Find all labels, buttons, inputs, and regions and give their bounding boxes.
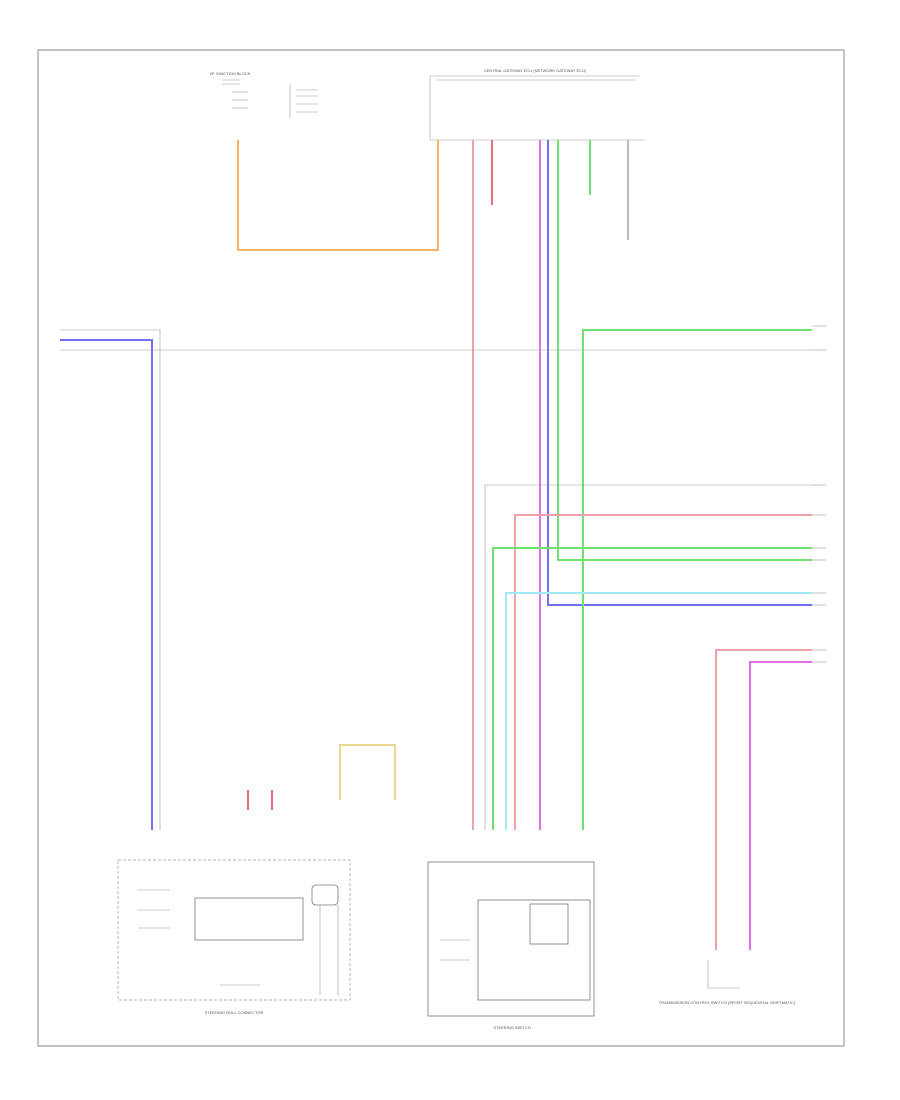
- label-steering-switch: STEERING SWITCH: [493, 1025, 530, 1030]
- wire-pink-mid: [514, 514, 812, 830]
- wire-green-main: [557, 140, 812, 561]
- diagram-frame: [37, 49, 845, 1047]
- right-connector-marks: [812, 325, 826, 663]
- wire-cyan-mid: [505, 592, 812, 830]
- label-fuse-block: I/P JUNCTION BLOCK: [210, 71, 251, 76]
- wire-magenta-right: [749, 661, 812, 950]
- label-transmission-switch: TRANSMISSION CONTROL SWITCH (SPORT SEQUE…: [659, 1000, 796, 1005]
- fuse-block-label-group: [222, 79, 318, 118]
- steering-switch-box: [427, 861, 595, 1017]
- wire-green-right: [582, 329, 812, 830]
- wire-yellow: [339, 744, 396, 800]
- transmission-switch-box: [707, 960, 740, 989]
- wire-green-mid: [492, 547, 812, 830]
- top-junction-connector: [429, 75, 645, 141]
- wire-orange: [237, 140, 439, 251]
- wire-pink-right: [715, 649, 812, 950]
- wire-blue-left: [60, 339, 153, 830]
- wire-blue-main: [547, 140, 812, 606]
- label-steering-roll-connector: STEERING ROLL CONNECTOR: [205, 1010, 264, 1015]
- steering-roll-connector-box: [117, 859, 351, 1001]
- label-central-gateway: CENTRAL GATEWAY ECU (NETWORK GATEWAY ECU…: [484, 68, 587, 73]
- wire-gray-mid: [484, 484, 812, 830]
- wire-gray-left2: [60, 329, 161, 830]
